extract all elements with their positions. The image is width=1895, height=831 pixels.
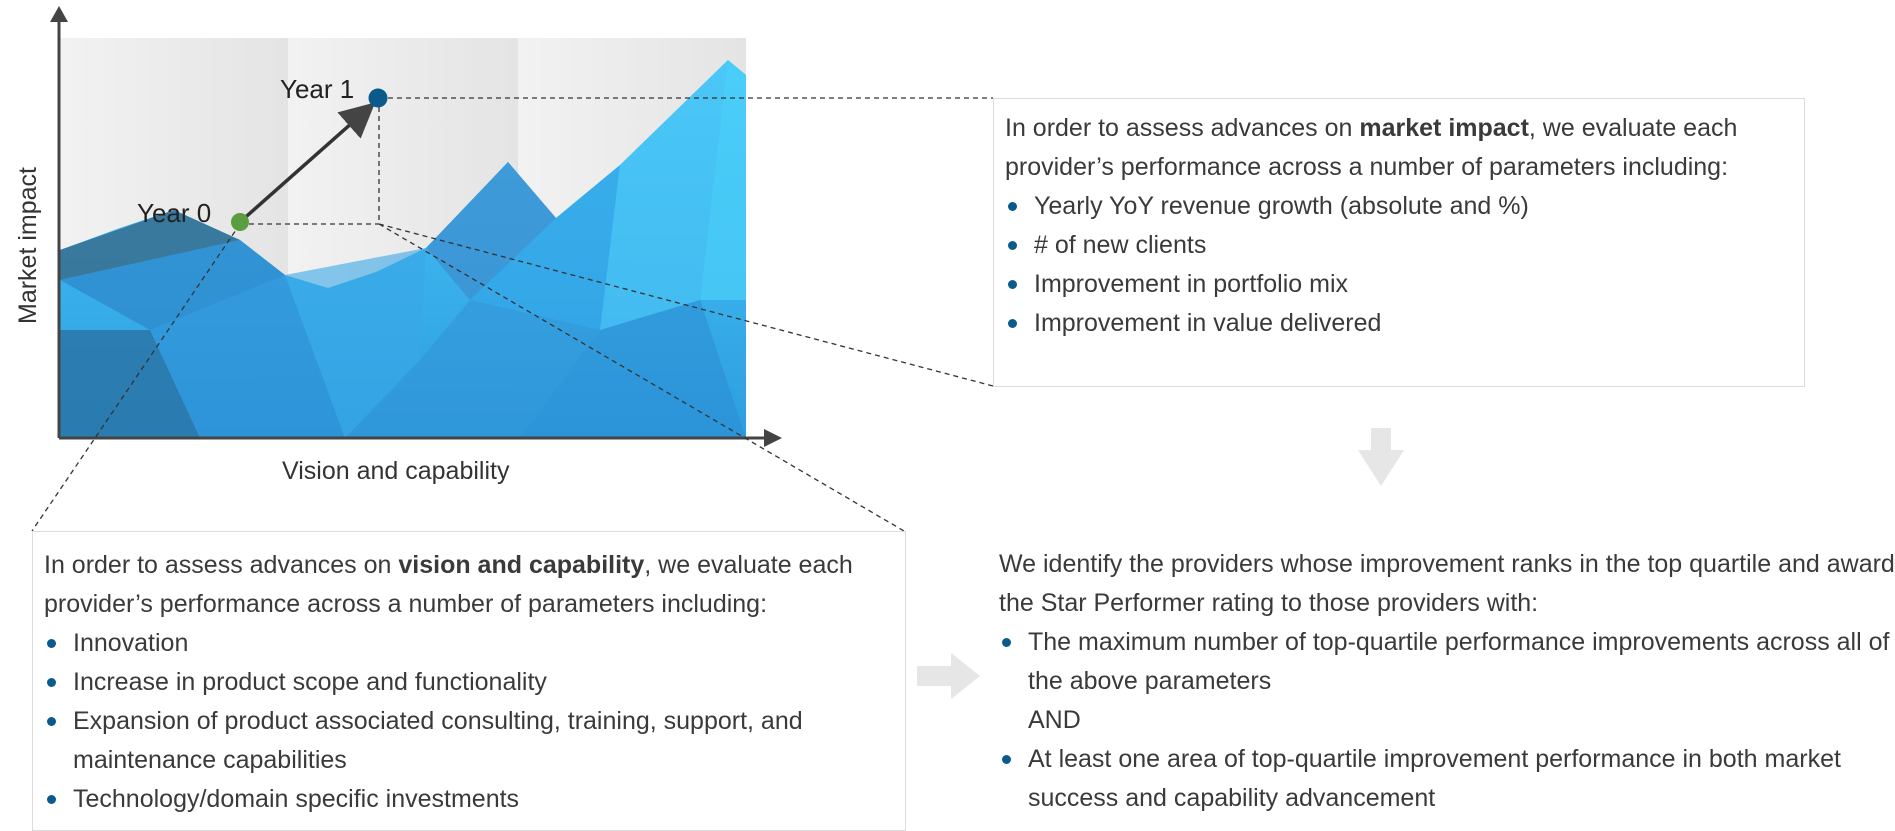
and-connector: AND — [1028, 706, 1081, 734]
bullet-icon — [1008, 280, 1017, 289]
bullet-icon — [1008, 319, 1017, 328]
vision-intro-after: , we evaluate each provider’s performanc… — [44, 551, 853, 618]
year-1-label: Year 1 — [280, 74, 355, 104]
list-item: The maximum number of top-quartile perfo… — [999, 623, 1895, 701]
vision-capability-box: In order to assess advances on vision an… — [32, 531, 906, 831]
market-impact-intro: In order to assess advances on market im… — [1005, 109, 1792, 187]
bullet-icon — [1008, 241, 1017, 250]
star-performer-criteria: We identify the providers whose improvem… — [999, 545, 1895, 818]
vision-intro-before: In order to assess advances on — [44, 551, 399, 579]
list-item: # of new clients — [1005, 226, 1792, 265]
star-performer-list: The maximum number of top-quartile perfo… — [999, 623, 1895, 818]
dashed-guides — [31, 97, 994, 532]
list-item: Improvement in portfolio mix — [1005, 265, 1792, 304]
mountain-landscape — [60, 60, 746, 438]
bullet-icon — [47, 639, 56, 648]
y-axis-label: Market impact — [14, 167, 42, 324]
year-1-point — [368, 88, 388, 108]
right-arrow-icon — [917, 653, 980, 699]
bullet-icon — [1008, 202, 1017, 211]
list-item: Innovation — [44, 624, 893, 663]
list-item: Technology/domain specific investments — [44, 780, 893, 819]
list-item: Expansion of product associated consulti… — [44, 702, 893, 780]
list-item: At least one area of top-quartile improv… — [999, 740, 1895, 818]
vision-capability-intro: In order to assess advances on vision an… — [44, 546, 893, 624]
x-axis-label: Vision and capability — [282, 457, 510, 485]
list-item: Improvement in value delivered — [1005, 304, 1792, 343]
progress-arrow — [238, 102, 376, 224]
bullet-icon — [47, 678, 56, 687]
vision-intro-bold: vision and capability — [398, 551, 645, 579]
year-0-label: Year 0 — [137, 198, 212, 228]
year-0-point — [231, 213, 249, 231]
down-arrow-icon — [1358, 428, 1404, 486]
market-impact-list: Yearly YoY revenue growth (absolute and … — [1005, 187, 1792, 343]
market-intro-after: , we evaluate each provider’s performanc… — [1005, 114, 1738, 181]
market-intro-before: In order to assess advances on — [1005, 114, 1360, 142]
star-performer-intro: We identify the providers whose improvem… — [999, 550, 1895, 617]
list-item: Increase in product scope and functional… — [44, 663, 893, 702]
list-item: Yearly YoY revenue growth (absolute and … — [1005, 187, 1792, 226]
bullet-icon — [47, 795, 56, 804]
market-intro-bold: market impact — [1359, 114, 1529, 142]
bullet-icon — [1002, 638, 1011, 647]
vision-capability-list: Innovation Increase in product scope and… — [44, 624, 893, 819]
bullet-icon — [47, 717, 56, 726]
chart-axes — [50, 6, 782, 447]
bullet-icon — [1002, 755, 1011, 764]
market-impact-box: In order to assess advances on market im… — [993, 98, 1805, 387]
